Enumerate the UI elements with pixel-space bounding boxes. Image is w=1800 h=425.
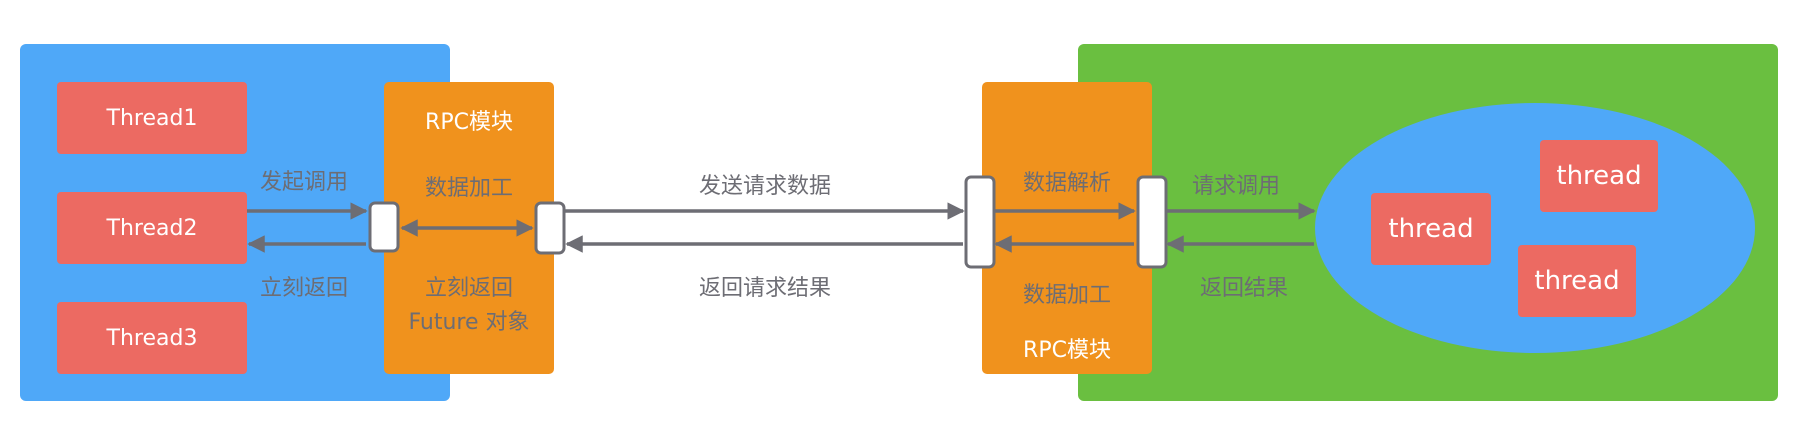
server-rpc-parse-label: 数据解析 <box>1022 171 1111 196</box>
client-return-label: 立刻返回 <box>260 276 349 301</box>
thread3-box: Thread3 <box>57 302 247 374</box>
server-thread-2-label: thread <box>1556 161 1642 191</box>
thread1-label: Thread1 <box>106 105 198 131</box>
client-rpc-title: RPC模块 <box>425 110 513 135</box>
client-rpc-return-label: 立刻返回 <box>424 276 513 301</box>
client-rpc-future-label: Future 对象 <box>408 310 530 335</box>
server-thread-3-label: thread <box>1534 266 1620 296</box>
server-rpc-module <box>982 82 1152 374</box>
server-port-2 <box>1136 175 1168 269</box>
client-port-2 <box>534 201 566 255</box>
send-request-label: 发送请求数据 <box>698 174 831 199</box>
server-thread-3: thread <box>1518 245 1636 317</box>
server-port-1 <box>964 175 996 269</box>
server-thread-2: thread <box>1540 140 1658 212</box>
server-thread-1: thread <box>1371 193 1491 265</box>
client-port-1 <box>368 201 400 253</box>
thread2-box: Thread2 <box>57 192 247 264</box>
thread1-box: Thread1 <box>57 82 247 154</box>
return-result-label: 返回请求结果 <box>698 276 831 301</box>
thread2-label: Thread2 <box>106 215 198 241</box>
server-rpc-title: RPC模块 <box>1023 338 1111 363</box>
thread3-label: Thread3 <box>106 325 198 351</box>
server-return-label: 返回结果 <box>1200 276 1289 301</box>
client-rpc-process-label: 数据加工 <box>424 176 513 201</box>
request-call-label: 请求调用 <box>1192 174 1281 199</box>
call-label: 发起调用 <box>260 170 349 195</box>
server-thread-1-label: thread <box>1388 214 1474 244</box>
server-rpc-process-label: 数据加工 <box>1022 283 1111 308</box>
